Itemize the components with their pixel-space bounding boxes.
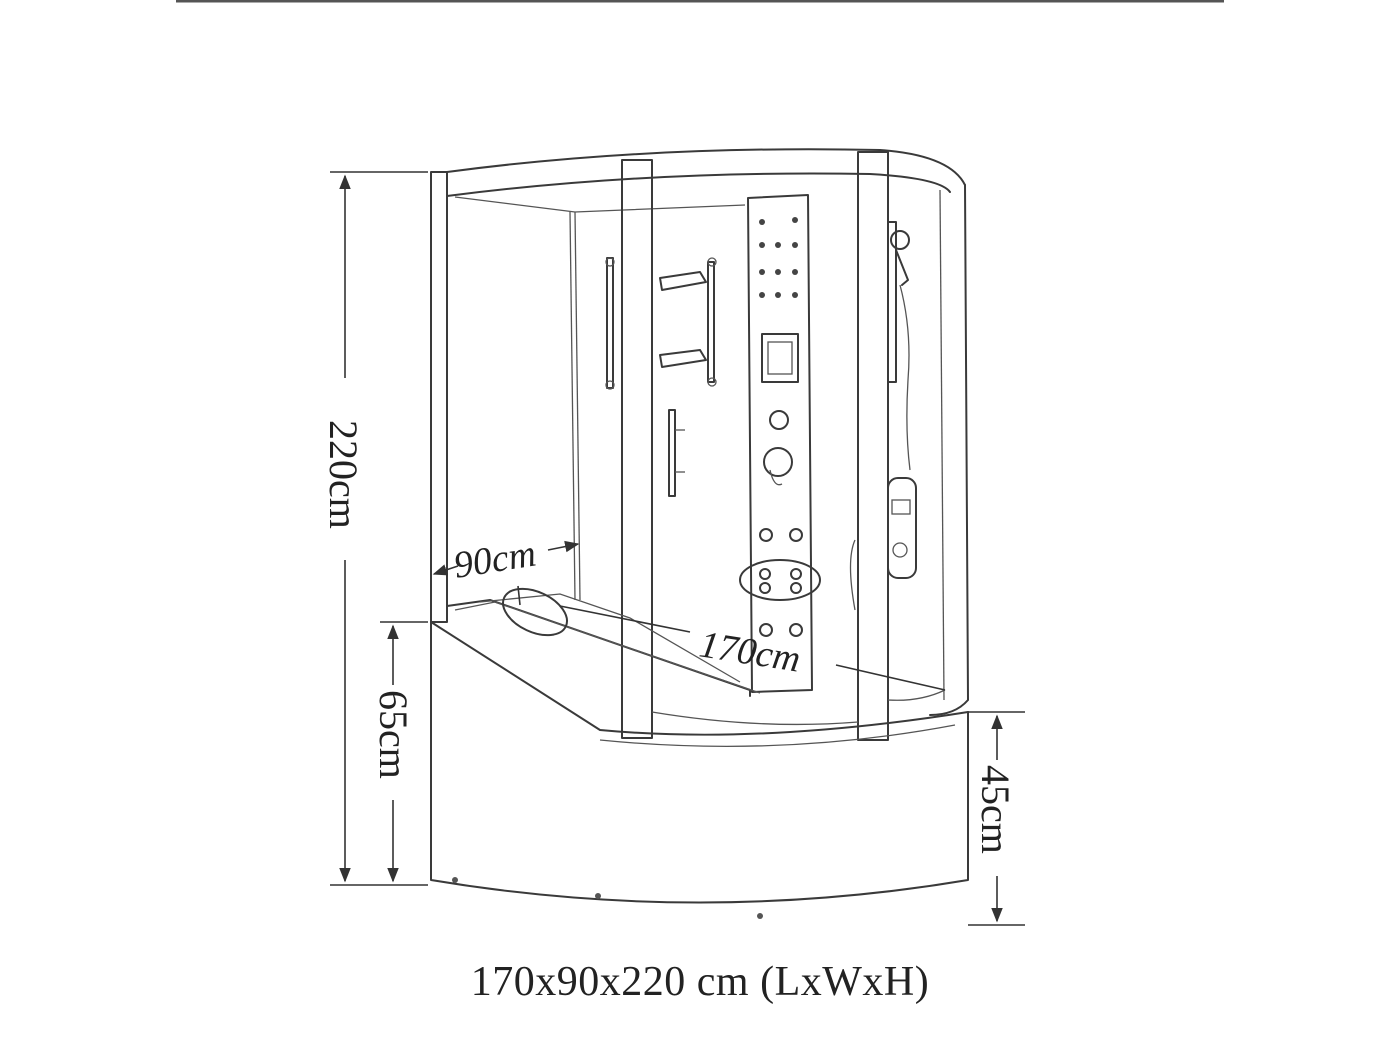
dimension-total-height: 220cm [321, 171, 428, 886]
body-jets-upper [759, 528, 803, 542]
body-jets-lower [759, 623, 803, 637]
total-height-label: 220cm [321, 420, 366, 529]
control-knob-large [763, 447, 793, 477]
cabin-frame [430, 148, 969, 741]
tub-height-label: 65cm [371, 690, 416, 779]
hand-shower [849, 221, 917, 611]
headrest [502, 587, 568, 637]
door-handles [605, 257, 717, 497]
display-screen [761, 333, 799, 383]
dimension-base-height: 45cm [968, 711, 1025, 926]
lumbar-massage-pad [739, 559, 821, 601]
control-knob-small [769, 410, 789, 430]
dimensions-caption: 170x90x220 cm (LxWxH) [470, 959, 930, 1005]
dimension-width: 90cm [432, 533, 580, 587]
base-height-label: 45cm [973, 765, 1018, 854]
shelves [659, 271, 707, 368]
length-label: 170cm [697, 623, 804, 680]
jet-dots [759, 217, 798, 298]
dimension-tub-height: 65cm [371, 621, 428, 883]
control-panel [739, 194, 821, 693]
bathtub [430, 587, 969, 919]
width-label: 90cm [451, 533, 539, 587]
